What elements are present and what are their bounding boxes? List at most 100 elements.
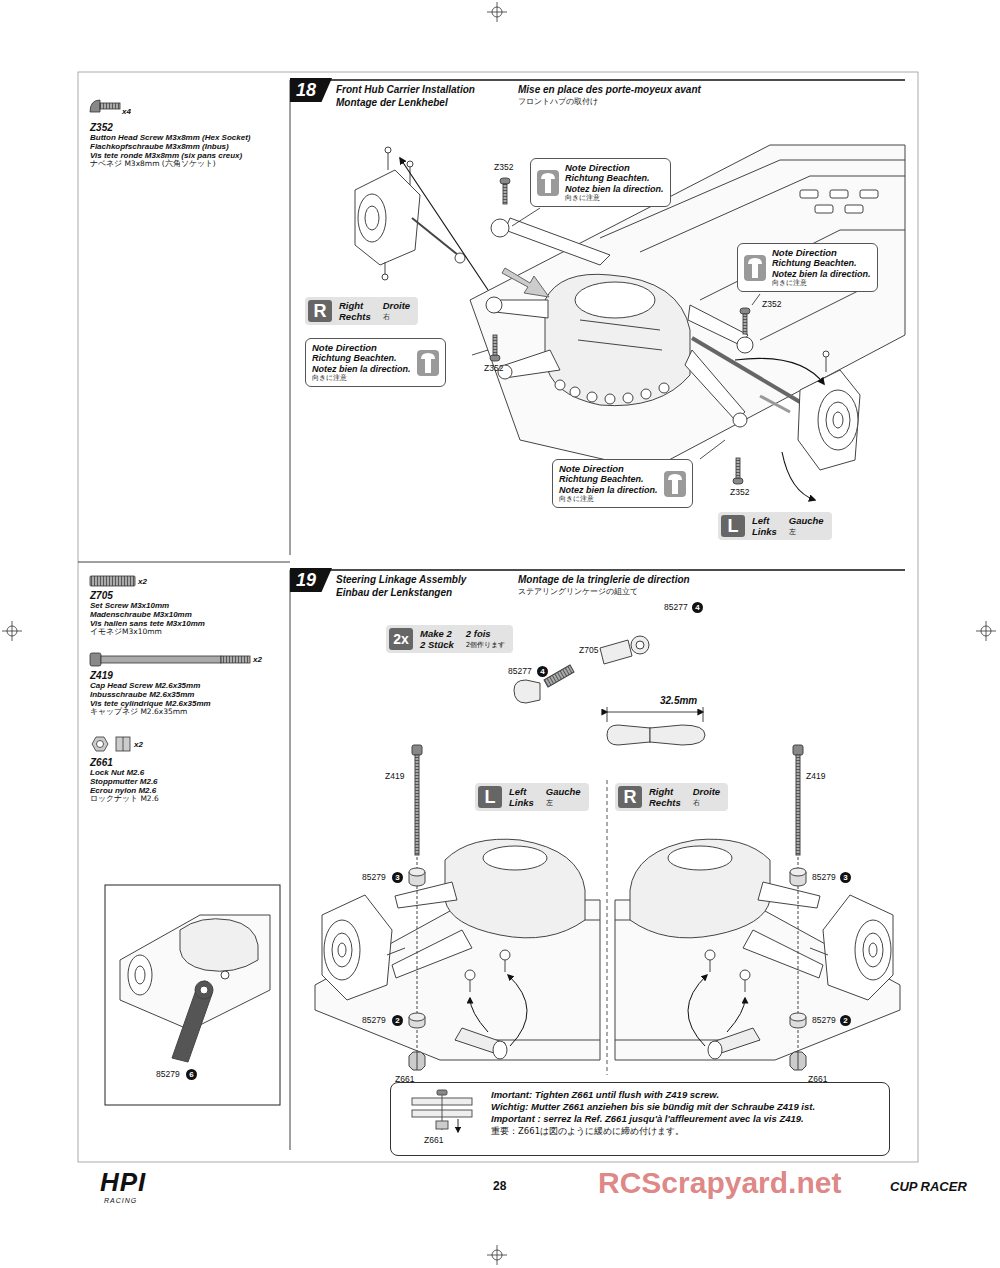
front-chassis-drawing [365,206,379,230]
leader-line [512,208,540,226]
part-description: Inbusschraube M2.6x35mm [90,690,194,699]
part-icon [221,656,250,663]
knuckle-assembly-drawing [483,846,547,870]
direction-icon [672,480,678,494]
view-divider [607,780,608,1075]
motion-arrow [400,158,488,290]
front-chassis-drawing [737,337,753,353]
front-chassis-drawing [491,219,509,237]
front-chassis-drawing [355,145,905,470]
note-text: Note Direction [565,162,664,173]
part-description: イモネジM3x10mm [90,628,162,637]
front-chassis-drawing [555,380,565,390]
knuckle-assembly-drawing [470,980,471,992]
note-text: Rechts [649,797,681,808]
callout-number: 4 [692,602,703,613]
step-divider [78,80,905,1150]
front-chassis-drawing [545,274,690,405]
flush-detail [436,1121,448,1129]
step-divider [290,569,905,571]
part-icon [90,100,100,112]
screw [490,178,750,484]
note-text: 向きに注意 [565,194,664,203]
callout-number: 4 [537,666,548,677]
note-text: Droite [383,300,410,311]
note-callout: Note DirectionRichtung Beachten.Notez bi… [305,338,446,387]
knuckle-assembly-drawing [395,882,457,908]
direction-icon [668,474,682,480]
quantity: x2 [138,577,147,586]
part-icon [97,741,104,748]
note-text: Left [752,515,777,526]
knuckle-assembly-drawing [409,1013,425,1021]
direction-icon [541,173,555,179]
tool-inset [200,986,208,994]
part-description: Madenschraube M3x10mm [90,610,192,619]
linkage-part [631,636,649,654]
dimension: 32.5mm [660,695,697,707]
callout-label: Z352 [484,364,503,374]
step-divider [78,562,290,563]
knuckle-assembly-drawing [500,950,510,960]
knuckle-assembly-drawing [417,1052,418,1070]
step-badge: 19 [290,568,332,592]
callout-label: 85279 [362,1016,386,1026]
front-chassis-drawing [826,402,850,438]
callout-label: Z419 [806,772,825,782]
crop-mark [976,621,996,641]
linkage-part [607,707,703,722]
note-text: 2 Stück [420,639,454,650]
front-chassis-drawing [640,176,905,252]
callout-number: 6 [186,1069,197,1080]
screw [493,335,497,355]
note-text: Links [752,526,777,537]
part-description: ロックナット M2.6 [90,795,159,804]
callout-number: 2 [840,1015,851,1026]
knuckle-assembly-drawing [332,933,352,967]
front-chassis-drawing [733,413,747,427]
tag-letter: L [478,786,502,808]
tag-letter: L [721,515,745,537]
callout-label: Z661 [808,1075,827,1085]
direction-icon [748,258,762,264]
note-text: 左 [789,527,824,537]
part-description: Ecrou nylon M2.6 [90,786,156,795]
callout-label: 85277 [664,603,688,613]
front-chassis-drawing [830,190,848,198]
step-title: フロントハブの取付け [518,97,598,106]
note-text: 重要：Z661は図のように緩めに締め付けます。 [491,1125,881,1137]
note-text: 2個作ります [466,640,505,650]
knuckle-assembly-drawing [315,745,600,1070]
front-chassis-drawing [382,274,388,280]
step-title: Einbau der Lenkstangen [336,587,452,599]
knuckle-assembly-drawing [412,745,422,755]
tool-inset [195,981,213,999]
callout-label: Z705 [579,646,598,656]
part-icon [123,737,124,751]
note-text: Richtung Beachten. [312,353,411,364]
note-text: 19 [296,568,316,592]
note-text: Note Direction [559,463,658,474]
step-title: Steering Linkage Assembly [336,574,466,586]
linkage-part [607,725,650,745]
front-chassis-drawing [575,282,655,318]
direction-icon [425,359,431,373]
knuckle-assembly-drawing [470,998,488,1032]
part-description: キャップネジ M2.6x35mm [90,708,187,717]
direction-icon [421,353,435,359]
front-chassis-drawing [798,370,860,470]
knuckle-assembly-drawing [615,745,900,1070]
crop-mark [487,1245,507,1265]
note-text: Note Direction [772,247,871,258]
knuckle-assembly-drawing [392,930,472,978]
note-text: 右 [383,312,410,322]
screw [500,178,510,184]
leader-line [472,208,760,459]
part-description: Set Screw M3x10mm [90,601,169,610]
direction-icon [537,170,559,196]
tool-inset [180,919,258,972]
screw [733,478,743,484]
step-badge: 18 [290,78,332,102]
knuckle-assembly-drawing [409,1052,425,1070]
quantity: x4 [122,107,131,116]
